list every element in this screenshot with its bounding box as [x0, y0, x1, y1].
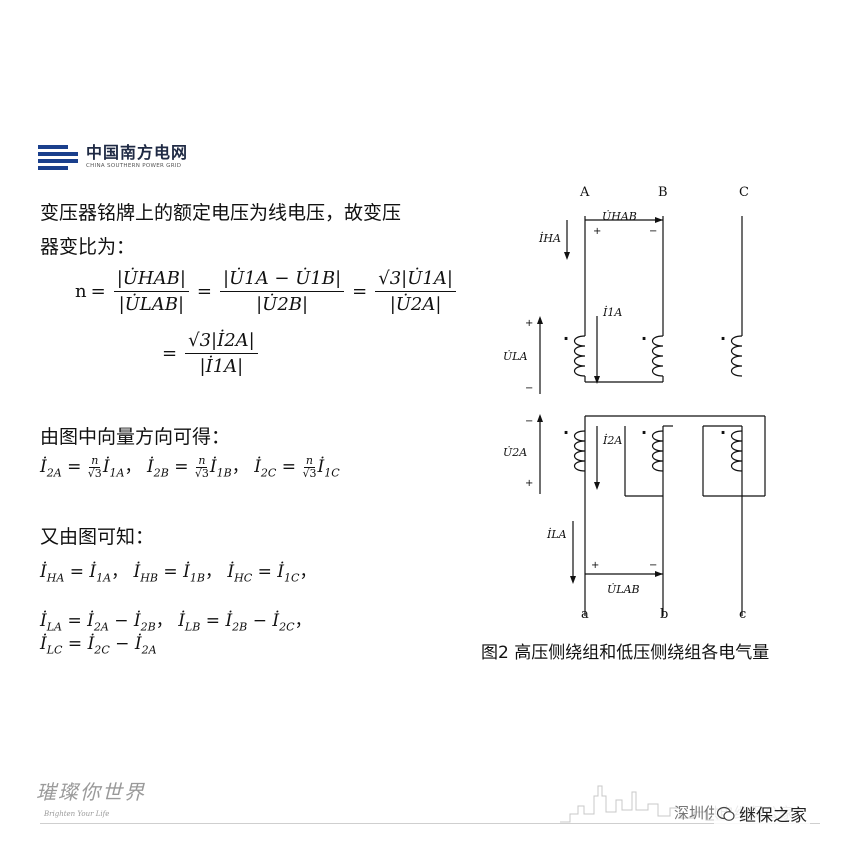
fraction-2: |U̇1A − U̇1B| |U̇2B|: [220, 268, 345, 315]
polarity-dot: ·: [563, 423, 569, 442]
fraction-1-denominator: |U̇LAB|: [118, 294, 185, 315]
fraction-1: |U̇HAB| |U̇LAB|: [113, 268, 189, 315]
footer-calligraphy: 璀璨你世界: [36, 780, 146, 804]
coil-2c: [730, 430, 743, 472]
ratio-formula-line-1: n = |U̇HAB| |U̇LAB| = |U̇1A − U̇1B| |U̇2…: [75, 268, 460, 315]
sign-minus: −: [525, 383, 533, 394]
wechat-badge: 继保之家: [714, 800, 810, 827]
high-side-current-line: İHA = İ1A， İHB = İ1B， İHC = İ1C，: [40, 562, 317, 585]
label-iha: İHA: [538, 231, 561, 245]
grid-logo-icon: [38, 143, 78, 171]
low-side-current-line-2: İLC = İ2C − İ2A: [40, 634, 157, 657]
label-ula: U̇LA: [503, 350, 528, 363]
low-side-current-line-1: İLA = İ2A − İ2B， İLB = İ2B − İ2C，: [40, 611, 312, 634]
coil-1a: [573, 335, 586, 377]
wechat-badge-label: 继保之家: [739, 806, 807, 826]
figure-caption: 图2 高压侧绕组和低压侧绕组各电气量: [481, 643, 770, 663]
equals-sign: =: [196, 281, 213, 302]
phase-label-a: A: [579, 185, 590, 200]
coil-1c: [730, 335, 743, 377]
coil-2a: [573, 430, 586, 472]
footer-divider: [40, 823, 820, 824]
label-i1a: İ1A: [602, 305, 622, 319]
phase-label-c: C: [739, 185, 749, 200]
section-heading-figure: 又由图可知：: [40, 526, 155, 548]
coil-2b: [651, 430, 664, 472]
fraction-4-numerator: √3|İ2A|: [185, 330, 258, 354]
phase-label-b: B: [658, 185, 668, 200]
phase-label-a-low: a: [581, 607, 589, 622]
footer-tagline: Brighten Your Life: [44, 810, 110, 818]
fraction-2-denominator: |U̇2B|: [256, 294, 309, 315]
intro-line-2: 器变比为：: [40, 236, 136, 258]
polarity-dot: ·: [720, 329, 726, 348]
label-ila: İLA: [546, 527, 567, 541]
city-skyline-icon: [560, 785, 730, 823]
polarity-dot: ·: [641, 423, 647, 442]
logo-text-en: CHINA SOUTHERN POWER GRID: [86, 162, 182, 169]
label-i2a: İ2A: [602, 433, 622, 447]
sign-plus: +: [525, 478, 533, 489]
transformer-circuit-diagram: A B C a b c U̇HAB İHA İ1A U̇LA U̇2A İ2A …: [503, 185, 766, 622]
sign-plus: +: [591, 560, 599, 571]
coil-1b: [651, 335, 664, 377]
phase-label-c-low: c: [739, 607, 746, 622]
label-uhab: U̇HAB: [602, 210, 637, 223]
polarity-dot: ·: [641, 329, 647, 348]
intro-line-1: 变压器铭牌上的额定电压为线电压，故变压: [40, 202, 402, 224]
sign-minus: −: [525, 416, 533, 427]
equals-sign: =: [162, 343, 178, 364]
sign-plus: +: [593, 226, 601, 237]
fraction-4: √3|İ2A| |İ1A|: [185, 330, 258, 377]
ratio-formula-line-2: = √3|İ2A| |İ1A|: [158, 330, 262, 377]
section-heading-direction: 由图中向量方向可得：: [40, 426, 231, 448]
fraction-4-denominator: |İ1A|: [199, 356, 244, 377]
label-u2a: U̇2A: [503, 446, 527, 459]
sign-minus: −: [649, 560, 657, 571]
equals-sign: =: [90, 281, 106, 302]
label-ulab: U̇LAB: [607, 583, 640, 596]
sign-plus: +: [525, 318, 533, 329]
phase-label-b-low: b: [660, 607, 668, 622]
fraction-3-numerator: √3|U̇1A|: [375, 268, 456, 292]
sign-minus: −: [649, 226, 657, 237]
fraction-1-numerator: |U̇HAB|: [113, 268, 189, 292]
fraction-2-numerator: |U̇1A − U̇1B|: [220, 268, 345, 292]
fraction-3: √3|U̇1A| |U̇2A|: [375, 268, 456, 315]
logo-text-cn: 中国南方电网: [86, 142, 189, 162]
ratio-n: n: [75, 281, 87, 302]
polarity-dot: ·: [720, 423, 726, 442]
fraction-3-denominator: |U̇2A|: [389, 294, 442, 315]
polarity-dot: ·: [563, 329, 569, 348]
wechat-icon: [717, 806, 735, 821]
equals-sign: =: [352, 281, 368, 302]
company-logo: 中国南方电网 CHINA SOUTHERN POWER GRID: [38, 141, 188, 173]
